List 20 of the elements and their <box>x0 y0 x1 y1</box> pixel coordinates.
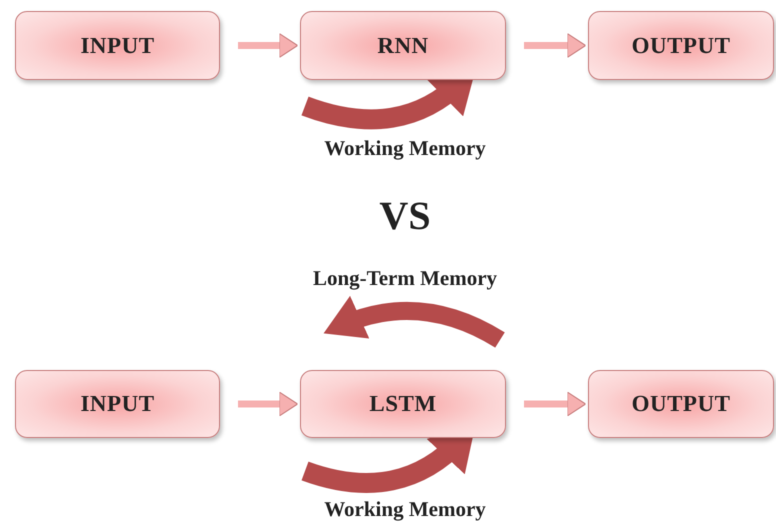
block-arrow <box>524 33 586 58</box>
box-label: INPUT <box>80 391 155 417</box>
process-box <box>300 370 506 438</box>
process-box <box>15 11 220 80</box>
process-box <box>588 370 774 438</box>
block-arrow <box>524 392 586 416</box>
box-label: OUTPUT <box>632 391 730 417</box>
memory-label: Working Memory <box>324 497 486 522</box>
process-box <box>588 11 774 80</box>
memory-label: Working Memory <box>324 136 486 161</box>
block-arrow <box>238 392 298 416</box>
versus-label: VS <box>379 192 431 239</box>
memory-label: Long-Term Memory <box>312 266 498 291</box>
box-label: LSTM <box>369 391 437 417</box>
box-label: INPUT <box>80 32 155 58</box>
box-label: OUTPUT <box>632 32 730 58</box>
box-label: RNN <box>377 32 429 58</box>
block-arrow <box>238 33 298 58</box>
process-box <box>300 11 506 80</box>
process-box <box>15 370 220 438</box>
